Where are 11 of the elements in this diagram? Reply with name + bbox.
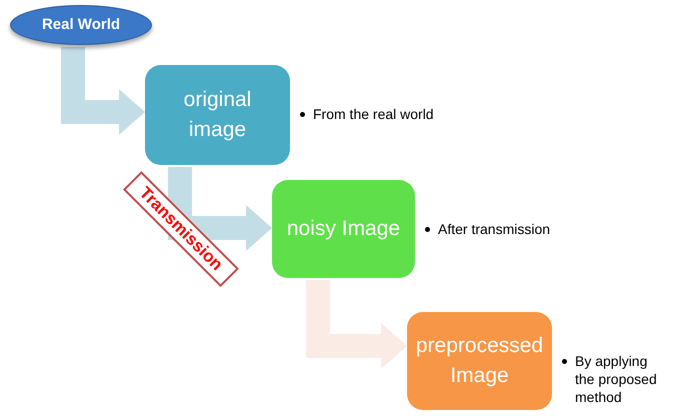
node-label: Real World: [42, 14, 120, 35]
bent-arrow: [306, 280, 407, 369]
node-label: preprocessed Image: [414, 333, 544, 389]
process-box: [145, 65, 290, 165]
bullet-note: From the real world: [313, 105, 434, 123]
process-box: [272, 180, 415, 278]
bullet-note: By applying the proposed method: [575, 352, 658, 406]
process-box: [407, 312, 552, 410]
node-label: original image: [182, 87, 252, 143]
bullet-note: After transmission: [438, 220, 550, 238]
node-label: noisy Image: [286, 216, 400, 242]
